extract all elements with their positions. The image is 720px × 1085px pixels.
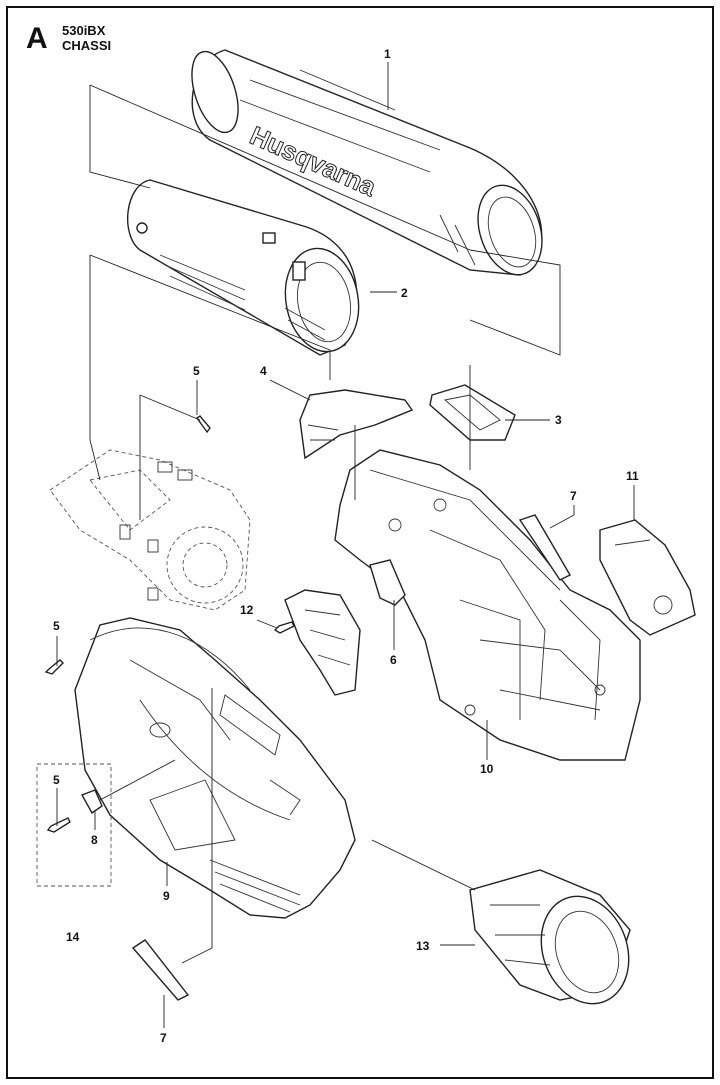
callout-7a: 7 — [570, 489, 577, 503]
part-11-rear-cap — [599, 519, 696, 636]
part-10-main-chassis — [334, 449, 641, 761]
callout-2: 2 — [401, 286, 408, 300]
part-13-nozzle-ring — [469, 869, 631, 1005]
part-12-circuit-board — [284, 589, 361, 696]
kit-14-box — [36, 763, 112, 887]
motor-assembly-phantom — [49, 449, 251, 611]
model-number: 530iBX — [62, 23, 106, 38]
part-6-bracket — [369, 559, 406, 606]
callout-13: 13 — [416, 939, 430, 953]
callout-leaders — [56, 62, 635, 1028]
part-2-front-housing — [127, 179, 360, 356]
callout-12: 12 — [240, 603, 254, 617]
callout-5c: 5 — [53, 773, 60, 787]
callout-9: 9 — [163, 889, 170, 903]
callout-labels: 1 2 3 4 5 7 11 12 6 5 10 5 8 9 14 13 7 — [53, 47, 639, 1045]
assembly-name: CHASSI — [62, 38, 112, 53]
callout-5b: 5 — [53, 619, 60, 633]
callout-6: 6 — [390, 653, 397, 667]
callout-4: 4 — [260, 364, 267, 378]
part-8-lock-piece — [80, 789, 103, 815]
part-7-trim-strip-upper — [518, 514, 571, 581]
explosion-guide-lines — [89, 84, 561, 964]
callout-1: 1 — [384, 47, 391, 61]
part-3-switch-cover — [429, 384, 516, 441]
callout-11: 11 — [626, 469, 639, 483]
part-4-trigger-cover — [299, 389, 414, 460]
model-title: 530iBX CHASSI — [62, 23, 111, 53]
section-letter: A — [26, 22, 48, 55]
callout-14: 14 — [66, 930, 80, 944]
callout-8: 8 — [91, 833, 98, 847]
part-7-trim-strip-lower — [131, 939, 190, 1001]
screw-5-left — [44, 659, 64, 675]
screw-12 — [273, 621, 295, 634]
part-9-left-housing — [74, 617, 356, 919]
screw-5-lower — [46, 817, 71, 833]
sheet-border — [6, 6, 714, 1079]
part-1-blower-tube: Husqvarna — [191, 49, 543, 276]
callout-3: 3 — [555, 413, 562, 427]
callout-10: 10 — [480, 762, 494, 776]
screw-5-upper — [196, 415, 211, 434]
callout-7b: 7 — [160, 1031, 167, 1045]
callout-5a: 5 — [193, 364, 200, 378]
